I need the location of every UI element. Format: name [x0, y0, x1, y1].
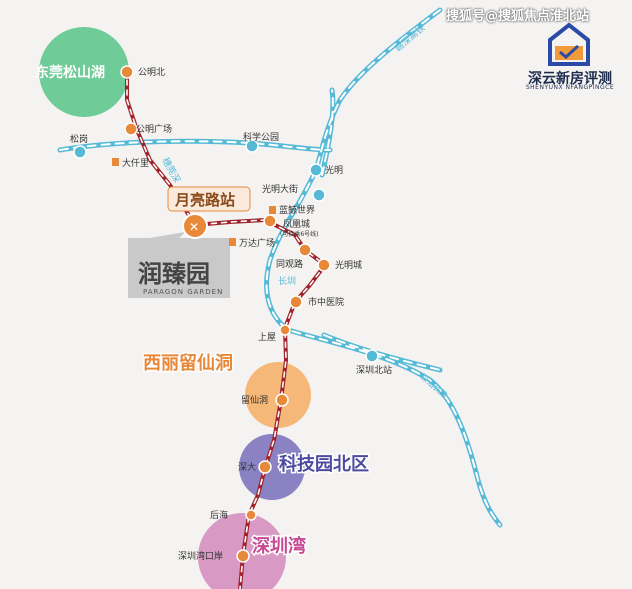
station-marker-houhai — [245, 509, 257, 521]
brand-subtitle: SHENYUNX NFANGPINGCE — [525, 84, 615, 91]
rail-label-airport: 穗莞深 — [159, 156, 183, 185]
zone-xili-title: 西丽留仙洞 — [143, 352, 233, 374]
station-marker-guangmingdajie — [312, 188, 326, 202]
station-label-dabanli: 大仟里 — [122, 157, 149, 169]
landmark-icons — [112, 158, 276, 246]
brand-name: 深云新房评测 — [528, 71, 612, 87]
featured-station-icon: ✕ — [182, 213, 208, 239]
landmark-icon-dabanli — [112, 158, 119, 166]
station-marker-shangwu — [279, 324, 291, 336]
station-marker-tongguanlu — [298, 243, 312, 257]
station-marker-shenda — [258, 460, 272, 474]
station-label-shenda: 深大 — [238, 461, 256, 473]
station-label-guangming: 光明 — [325, 164, 343, 176]
station-label-lanjingshijie: 蓝鲸世界 — [279, 204, 315, 216]
station-marker-guangming — [309, 163, 323, 177]
station-label-shenzhenwankouan: 深圳湾口岸 — [178, 550, 223, 562]
line13-stations — [120, 65, 331, 563]
station-label-songgang: 松岗 — [70, 133, 88, 145]
project-pointer — [150, 232, 185, 248]
zone-kejiyuan-circle — [239, 434, 305, 500]
station-label-guangmingdajie: 光明大街 — [262, 183, 298, 195]
station-label-gongmingguangchang: 公明广场 — [136, 123, 172, 135]
station-marker-shizhongyiyuan — [289, 295, 303, 309]
house-check-icon — [548, 22, 590, 66]
station-marker-shenzhenwankouan — [236, 549, 250, 563]
zone-dongguan-title: 东莞松山湖 — [35, 64, 105, 81]
watermark-text: 搜狐号@搜狐焦点淮北站 — [446, 9, 590, 24]
station-marker-liuxiandong — [275, 393, 289, 407]
station-label-fenghuangcheng: 凤凰城 — [283, 219, 310, 230]
rail-stations — [73, 139, 379, 363]
station-label-houhai: 后海 — [210, 509, 228, 521]
station-marker-gongmingbei — [120, 65, 134, 79]
station-label-changzhen: 长圳 — [278, 275, 296, 287]
zone-dongguan-circle — [39, 27, 129, 117]
project-en: PARAGON GARDEN — [143, 288, 223, 296]
station-label-shangwu: 上屋 — [258, 332, 276, 343]
station-label-liuxiandong: 留仙洞 — [241, 394, 268, 406]
station-label-gongmingbei: 公明北 — [138, 67, 165, 78]
station-marker-songgang — [73, 145, 87, 159]
station-label-fenghuang-note: (可换乘6号线) — [280, 230, 319, 238]
project-name: 润臻园 — [138, 260, 210, 288]
station-label-guangmingcheng: 光明城 — [335, 259, 362, 271]
station-marker-guangmingcheng — [317, 258, 331, 272]
line-13 — [125, 68, 328, 589]
station-marker-kexuegongyuan — [245, 139, 259, 153]
station-marker-fenghuangcheng — [263, 214, 277, 228]
landmark-icon-wanda — [229, 238, 236, 246]
station-label-kexuegongyuan: 科学公园 — [243, 131, 279, 143]
station-marker-shenzhenbeizhan — [365, 349, 379, 363]
station-label-tongguanlu: 同观路 — [276, 258, 303, 270]
rail-label-east: 深汕铁路 — [419, 372, 450, 400]
station-label-shizhongyiyuan: 市中医院 — [308, 296, 344, 308]
landmark-icon-lanjing — [269, 206, 276, 214]
svg-text:✕: ✕ — [189, 220, 199, 234]
station-marker-gongmingguangchang — [124, 122, 138, 136]
project-box — [128, 238, 230, 298]
brand-logo-block: 深云新房评测 SHENYUNX NFANGPINGCE — [514, 20, 626, 94]
rail-label-north: 赣深高铁 — [392, 22, 427, 54]
station-label-wandaguangchang: 万达广场 — [239, 237, 275, 249]
rail-lines — [57, 7, 503, 528]
featured-station-box — [167, 186, 251, 212]
station-label-shenzhenbeizhan: 深圳北站 — [356, 364, 392, 376]
zone-shenzhenwan-title: 深圳湾 — [252, 535, 306, 557]
featured-station-label: 月亮路站 — [174, 191, 235, 209]
zone-kejiyuan-title: 科技园北区 — [279, 453, 369, 475]
